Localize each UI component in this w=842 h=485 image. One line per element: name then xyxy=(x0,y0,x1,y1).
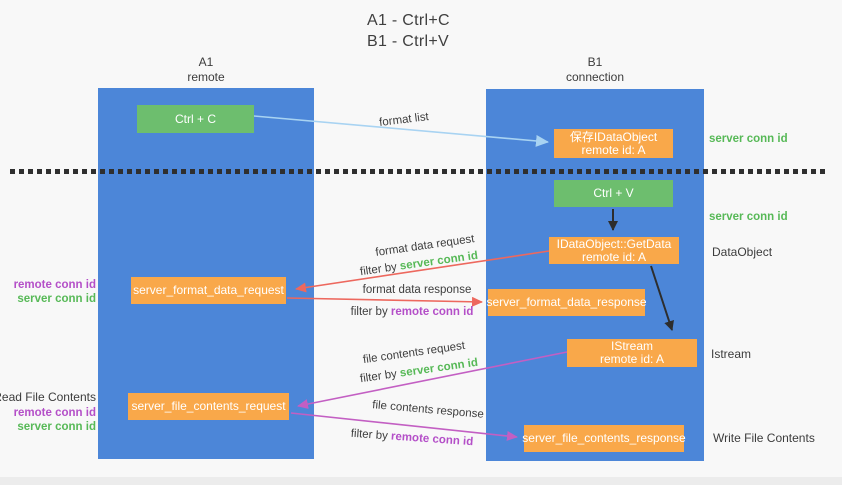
right-label-server-conn-id-mid: server conn id xyxy=(709,211,788,223)
right-label-write-file-contents: Write File Contents xyxy=(713,431,815,445)
node-idataobject-getdata: IDataObject::GetData remote id: A xyxy=(549,237,679,264)
edge-label-filter-by-remote-1: filter by remote conn id xyxy=(351,306,474,318)
node-server-format-data-request: server_format_data_request xyxy=(131,277,286,304)
column-a1-name: A1 xyxy=(198,55,214,69)
right-label-istream: Istream xyxy=(711,347,752,361)
edge-label-filter-by-remote-2: filter by remote conn id xyxy=(350,428,473,449)
column-header-a1: A1 remote xyxy=(187,55,224,85)
node-server-file-contents-request-label: server_file_contents_request xyxy=(131,399,286,413)
node-ctrl-c-label: Ctrl + C xyxy=(174,111,216,126)
column-header-b1: B1 connection xyxy=(566,55,624,85)
column-a1-role: remote xyxy=(187,70,225,84)
server-conn-id-text: server conn id xyxy=(399,356,479,380)
edge-label-format-list: format list xyxy=(378,111,430,129)
diagram-title: A1 - Ctrl+C B1 - Ctrl+V xyxy=(367,10,450,52)
right-label-dataobject: DataObject xyxy=(712,245,773,259)
title-line-2: B1 - Ctrl+V xyxy=(367,33,449,50)
right-label-server-conn-id-top: server conn id xyxy=(709,133,788,145)
column-b1-name: B1 xyxy=(587,55,603,69)
filter-by-text: filter by xyxy=(350,306,388,318)
column-b1-role: connection xyxy=(565,70,625,84)
node-ctrl-v-label: Ctrl + V xyxy=(593,186,634,200)
node-server-file-contents-response-label: server_file_contents_response xyxy=(522,431,686,445)
node-server-format-data-response-label: server_format_data_response xyxy=(486,295,647,309)
left-label-format-server-conn-id: server conn id xyxy=(17,293,96,305)
title-line-1: A1 - Ctrl+C xyxy=(367,12,450,29)
left-label-file-server-conn-id: server conn id xyxy=(17,421,96,433)
node-getdata-subtitle: remote id: A xyxy=(581,249,647,264)
node-save-idataobject: 保存IDataObject remote id: A xyxy=(554,129,673,158)
node-server-format-data-response: server_format_data_response xyxy=(486,289,647,316)
filter-by-text: filter by xyxy=(359,368,398,386)
node-save-idataobject-subtitle: remote id: A xyxy=(581,142,646,157)
remote-conn-id-text: remote conn id xyxy=(390,306,474,318)
node-istream-title: IStream xyxy=(610,339,653,353)
node-ctrl-v: Ctrl + V xyxy=(554,180,673,207)
left-label-format-remote-conn-id: remote conn id xyxy=(13,279,96,291)
node-save-idataobject-title: 保存IDataObject xyxy=(569,129,658,144)
node-istream: IStream remote id: A xyxy=(567,339,697,367)
node-istream-subtitle: remote id: A xyxy=(599,352,665,366)
edge-label-format-data-response: format data response xyxy=(362,284,472,296)
bottom-edge-strip xyxy=(0,477,842,485)
remote-conn-id-text: remote conn id xyxy=(390,430,474,449)
node-ctrl-c: Ctrl + C xyxy=(137,105,254,133)
left-label-read-file-contents: Read File Contents xyxy=(0,390,96,404)
node-getdata-title: IDataObject::GetData xyxy=(556,236,672,251)
filter-by-text: filter by xyxy=(350,427,389,443)
edge-label-file-contents-response: file contents response xyxy=(371,399,485,421)
node-server-file-contents-response: server_file_contents_response xyxy=(522,425,686,452)
format-data-response-arrow xyxy=(286,296,483,307)
filter-by-text: filter by xyxy=(359,261,398,279)
left-label-file-remote-conn-id: remote conn id xyxy=(13,407,96,419)
node-server-file-contents-request: server_file_contents_request xyxy=(128,393,289,420)
session-divider-dotted-line xyxy=(10,169,828,174)
node-server-format-data-request-label: server_format_data_request xyxy=(133,283,284,297)
